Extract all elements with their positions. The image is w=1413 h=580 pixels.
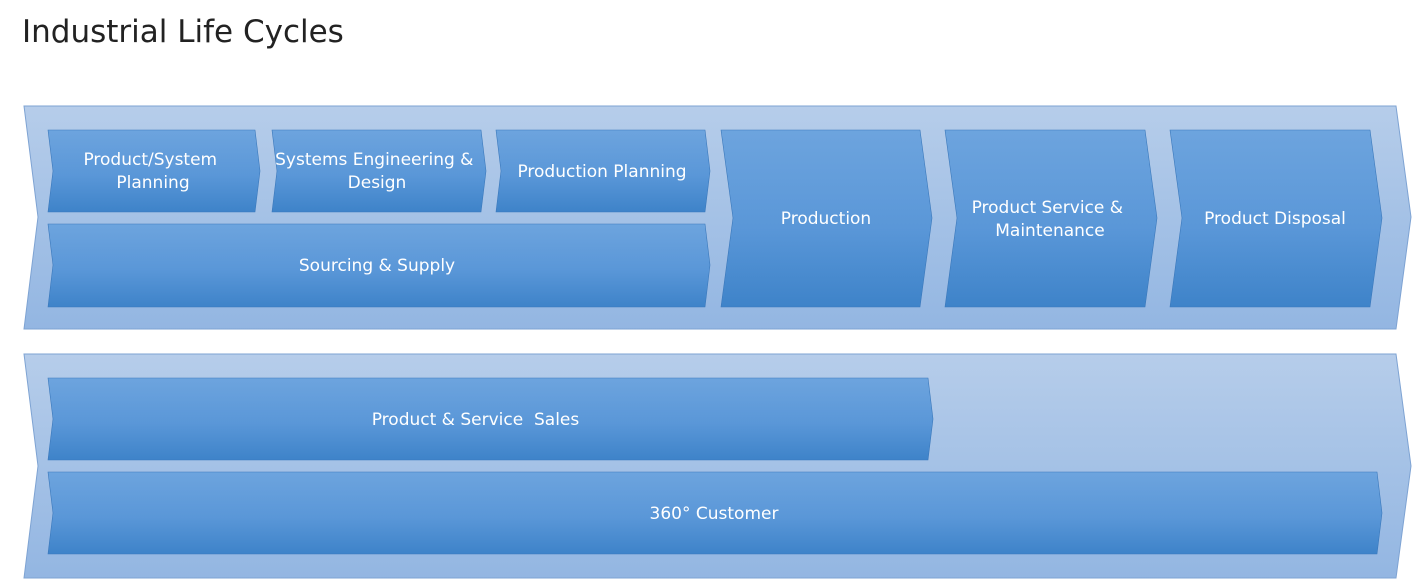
step-production-planning[interactable]: Production Planning — [495, 129, 711, 213]
step-label-line: Production Planning — [517, 162, 686, 182]
svg-text:Product/System Planning: Product/System Planning — [83, 150, 222, 193]
step-label-line: Sourcing & Supply — [299, 256, 455, 276]
step-label-line: Product/System — [83, 150, 217, 170]
page-title: Industrial Life Cycles — [22, 14, 344, 50]
svg-text:Sourcing & Supply: Sourcing & Supply — [299, 256, 455, 276]
step-product-system-planning[interactable]: Product/System Planning — [47, 129, 261, 213]
step-customer-360[interactable]: 360° Customer — [47, 471, 1383, 555]
step-product-service-maintenance[interactable]: Product Service & Maintenance — [944, 129, 1158, 308]
step-product-disposal[interactable]: Product Disposal — [1169, 129, 1383, 308]
step-product-service-sales[interactable]: Product & Service Sales — [0, 0, 934, 461]
svg-text:360° Customer: 360° Customer — [650, 504, 779, 524]
step-sourcing-supply[interactable]: Sourcing & Supply — [47, 223, 711, 308]
svg-text:Product Disposal: Product Disposal — [1204, 209, 1346, 229]
step-label-line: Maintenance — [995, 221, 1104, 241]
step-label-line: Design — [348, 173, 407, 193]
step-label-line: Production — [781, 209, 871, 229]
step-label-line: Planning — [116, 173, 189, 193]
step-label-line: Product Service & — [972, 198, 1123, 218]
step-label-line: Product Disposal — [1204, 209, 1346, 229]
svg-text:Production Planning: Production Planning — [517, 162, 686, 182]
svg-text:Product & Service Sales: Product & Service Sales — [0, 0, 606, 430]
step-label-line: Product & Service Sales — [372, 410, 580, 430]
step-label-line: Systems Engineering & — [275, 150, 473, 170]
svg-text:Product Service & Mainte: Product Service & Maintenance — [972, 198, 1129, 241]
svg-text:Systems Engineering & De: Systems Engineering & Design — [275, 150, 479, 193]
step-label-line: 360° Customer — [650, 504, 779, 524]
svg-text:Production: Production — [781, 209, 871, 229]
step-systems-engineering-design[interactable]: Systems Engineering & Design — [271, 129, 487, 213]
step-production[interactable]: Production — [720, 129, 933, 308]
